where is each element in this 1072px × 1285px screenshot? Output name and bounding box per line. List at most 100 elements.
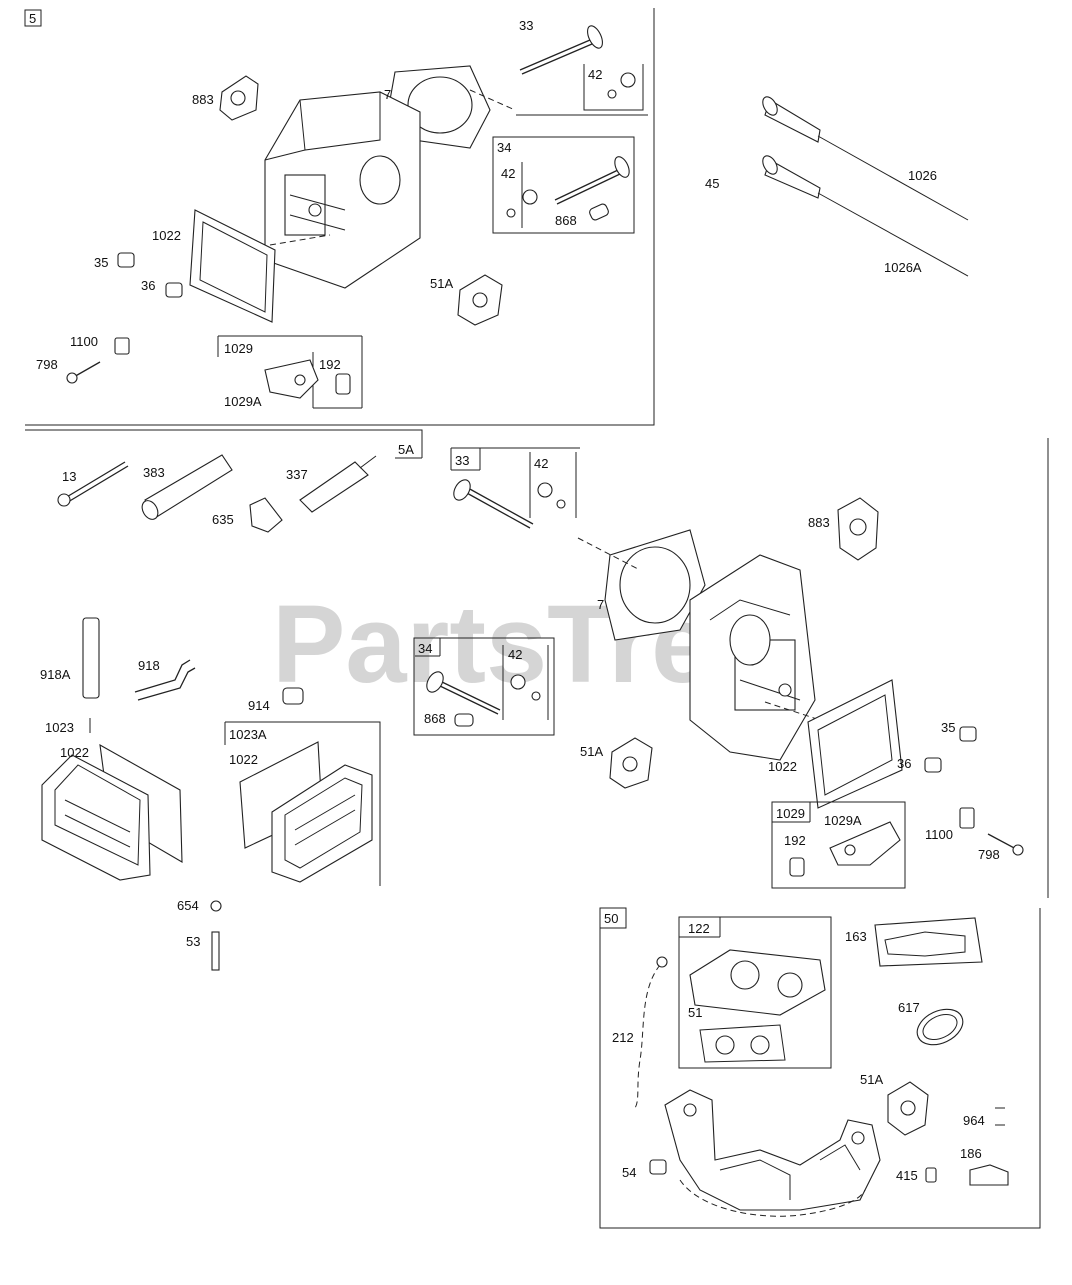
label-51a-c: 51A — [860, 1072, 883, 1087]
section-50-labels: 122 163 51 617 212 51A 964 186 54 415 — [612, 921, 985, 1183]
label-45: 45 — [705, 176, 719, 191]
valve-icon — [519, 25, 603, 75]
valve-icon — [453, 479, 471, 501]
label-1029b: 1029 — [776, 806, 805, 821]
push-rods: 45 1026 1026A — [705, 96, 969, 277]
section-5-parts — [66, 25, 648, 409]
label-36b: 36 — [897, 756, 911, 771]
label-192: 192 — [319, 357, 341, 372]
o-ring-icon — [916, 1008, 964, 1046]
label-964: 964 — [963, 1113, 985, 1128]
rocker-cover-icon — [239, 741, 373, 883]
label-1022b: 1022 — [768, 759, 797, 774]
label-53: 53 — [186, 934, 200, 949]
label-1023: 1023 — [45, 720, 74, 735]
gasket-icon — [874, 917, 983, 967]
label-337: 337 — [286, 467, 308, 482]
section-5a-label: 5A — [398, 442, 414, 457]
label-918: 918 — [138, 658, 160, 673]
label-1026: 1026 — [908, 168, 937, 183]
fitting-icon — [117, 252, 135, 268]
label-7b: 7 — [597, 597, 604, 612]
clip-icon — [114, 337, 130, 355]
label-122: 122 — [688, 921, 710, 936]
label-415: 415 — [896, 1168, 918, 1183]
label-617: 617 — [898, 1000, 920, 1015]
label-51a: 51A — [430, 276, 453, 291]
section-5-labels: 33 42 883 7 34 42 868 1022 35 36 51A 110… — [36, 18, 602, 409]
nut-icon — [210, 900, 222, 912]
label-868: 868 — [555, 213, 577, 228]
rocker-arm-icon — [829, 821, 901, 866]
fitting-icon — [282, 687, 304, 705]
label-54: 54 — [622, 1165, 636, 1180]
label-13: 13 — [62, 469, 76, 484]
section-50-frame: 50 — [599, 907, 1041, 1229]
fitting-icon — [959, 726, 977, 742]
section-50-label: 50 — [604, 911, 618, 926]
bolt-icon — [649, 1159, 667, 1175]
label-383: 383 — [143, 465, 165, 480]
label-918a: 918A — [40, 667, 71, 682]
bolt-icon — [64, 461, 126, 499]
hose-icon — [134, 659, 191, 693]
section-50-parts — [634, 916, 1009, 1217]
label-51: 51 — [688, 1005, 702, 1020]
label-635: 635 — [212, 512, 234, 527]
label-33: 33 — [519, 18, 533, 33]
label-883: 883 — [192, 92, 214, 107]
label-186: 186 — [960, 1146, 982, 1161]
valve-icon — [614, 156, 630, 178]
label-883b: 883 — [808, 515, 830, 530]
cylinder-head-icon — [264, 91, 421, 289]
label-1022: 1022 — [152, 228, 181, 243]
clip-icon — [959, 807, 975, 829]
label-1100: 1100 — [70, 334, 98, 349]
label-654: 654 — [177, 898, 199, 913]
connector-icon — [249, 497, 283, 533]
label-798: 798 — [36, 357, 58, 372]
spark-plug-icon — [299, 461, 369, 513]
label-36: 36 — [141, 278, 155, 293]
rocker-cover-parts — [41, 617, 381, 971]
bolt-icon — [66, 372, 78, 384]
label-34b: 34 — [418, 641, 432, 656]
valve-icon — [426, 671, 444, 693]
label-212: 212 — [612, 1030, 634, 1045]
breather-tube-icon — [82, 617, 100, 699]
clip-icon — [969, 1164, 1009, 1186]
label-35b: 35 — [941, 720, 955, 735]
section-5-frame: 5 — [24, 8, 655, 426]
label-51a-b: 51A — [580, 744, 603, 759]
rocker-gasket-icon — [189, 209, 276, 323]
section-5a-labels: 13 383 337 635 33 42 883 7 34 42 868 51A… — [62, 453, 1000, 862]
label-1029: 1029 — [224, 341, 253, 356]
label-42: 42 — [588, 67, 602, 82]
tube-icon — [634, 964, 661, 1109]
bolt-icon — [1012, 844, 1024, 856]
label-1029a-b: 1029A — [824, 813, 862, 828]
fitting-icon — [925, 1167, 937, 1183]
label-192b: 192 — [784, 833, 806, 848]
gasket-set-icon — [689, 949, 826, 1063]
label-1022d: 1022 — [229, 752, 258, 767]
label-1026a: 1026A — [884, 260, 922, 275]
label-1100b: 1100 — [925, 827, 953, 842]
label-1023a: 1023A — [229, 727, 267, 742]
section-5-label: 5 — [29, 11, 36, 26]
label-163: 163 — [845, 929, 867, 944]
label-42d: 42 — [508, 647, 522, 662]
rocker-gasket-icon — [807, 679, 903, 809]
stud-icon — [211, 931, 220, 971]
label-33b: 33 — [455, 453, 469, 468]
label-35: 35 — [94, 255, 108, 270]
rocker-cover-labels: 918A 918 914 1023 1022 1023A 1022 654 53 — [40, 658, 270, 949]
label-7: 7 — [384, 87, 391, 102]
label-1022c: 1022 — [60, 745, 89, 760]
section-5a-frame: 5A — [25, 429, 1049, 898]
section-5a-parts — [57, 447, 1024, 889]
valve-keeper-icon — [620, 72, 636, 88]
label-868b: 868 — [424, 711, 446, 726]
rocker-cover-icon — [41, 743, 183, 881]
